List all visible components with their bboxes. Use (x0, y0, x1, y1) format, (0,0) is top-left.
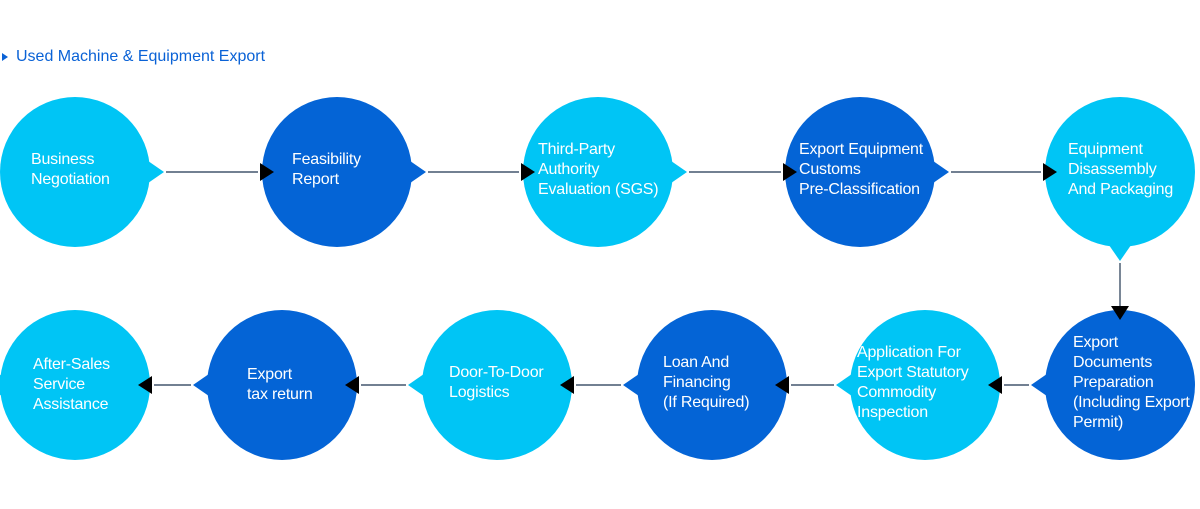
arrowhead-icon-4 (1043, 163, 1057, 181)
step-circle-3 (523, 97, 673, 247)
step-circle-4 (785, 97, 935, 247)
arrowhead-icon-1 (260, 163, 274, 181)
arrowhead-icon-7 (775, 376, 789, 394)
step-pointer-10 (193, 367, 219, 403)
step-pointer-9 (408, 367, 434, 403)
step-label-2: Feasibility Report (292, 151, 361, 188)
section-title-text: Used Machine & Equipment Export (16, 48, 266, 65)
arrowhead-icon-10 (138, 376, 152, 394)
arrowhead-icon-2 (521, 163, 535, 181)
bullet-triangle-icon (2, 53, 8, 61)
step-label-8: Loan And Financing (If Required) (663, 354, 750, 411)
step-circle-7 (850, 310, 1000, 460)
step-label-7: Application For Export Statutory Commodi… (857, 344, 969, 421)
step-pointer-5 (1102, 235, 1138, 261)
step-circle-2 (262, 97, 412, 247)
step-label-6: Export Documents Preparation (Including … (1073, 334, 1190, 431)
step-label-4: Export Equipment Customs Pre-Classificat… (799, 141, 923, 198)
step-circle-9 (422, 310, 572, 460)
step-label-11: After-Sales Service Assistance (33, 356, 110, 413)
step-label-9: Door-To-Door Logistics (449, 364, 544, 401)
section-title: Used Machine & Equipment Export (0, 47, 265, 67)
step-circle-1 (0, 97, 150, 247)
step-pointer-6 (1031, 367, 1057, 403)
step-circle-11 (0, 310, 150, 460)
arrowhead-icon-6 (988, 376, 1002, 394)
step-label-10: Export tax return (247, 366, 313, 403)
step-label-1: Business Negotiation (31, 151, 110, 188)
step-pointer-3 (661, 154, 687, 190)
step-pointer-4 (923, 154, 949, 190)
step-circle-8 (637, 310, 787, 460)
step-pointer-1 (138, 154, 164, 190)
step-label-3: Third-Party Authority Evaluation (SGS) (538, 141, 659, 198)
step-label-5: Equipment Disassembly And Packaging (1068, 141, 1174, 198)
arrowhead-icon-9 (345, 376, 359, 394)
step-pointer-2 (400, 154, 426, 190)
step-pointer-11 (0, 367, 12, 403)
arrowhead-icon-3 (783, 163, 797, 181)
step-pointer-7 (836, 367, 862, 403)
arrowhead-icon-8 (560, 376, 574, 394)
arrowhead-icon-5 (1111, 306, 1129, 320)
step-circle-6 (1045, 310, 1195, 460)
step-circle-10 (207, 310, 357, 460)
step-circle-5 (1045, 97, 1195, 247)
step-pointer-8 (623, 367, 649, 403)
